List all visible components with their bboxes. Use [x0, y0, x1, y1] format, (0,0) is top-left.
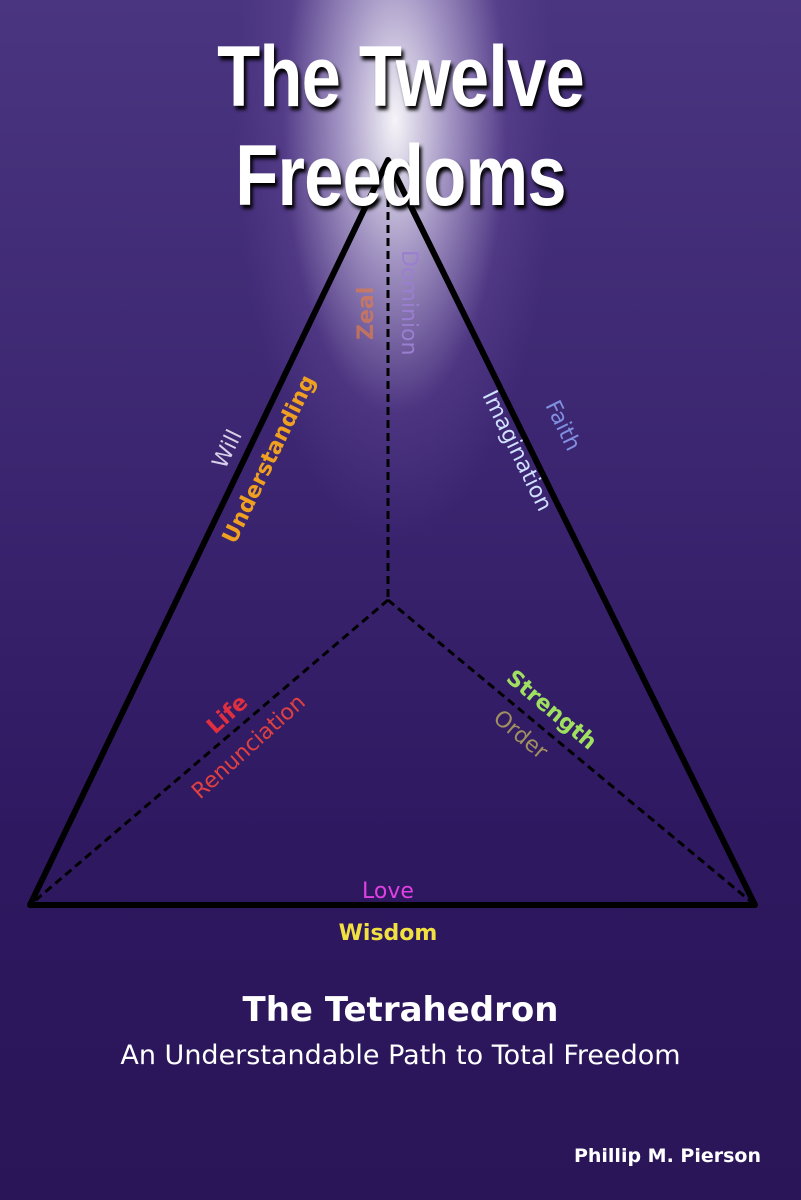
- book-subtitle: The Tetrahedron: [242, 990, 559, 1030]
- label-zeal: Zeal: [354, 287, 379, 340]
- author-name: Phillip M. Pierson: [573, 1145, 761, 1167]
- label-faith: Faith: [540, 397, 586, 455]
- label-wisdom: Wisdom: [339, 921, 438, 946]
- dashed-edge-right: [387, 598, 756, 907]
- book-title: The Twelve Freedoms: [217, 29, 585, 224]
- label-dominion: Dominion: [396, 250, 421, 355]
- dashed-edge-left: [29, 598, 389, 907]
- book-tagline: An Understandable Path to Total Freedom: [120, 1040, 681, 1071]
- label-love: Love: [362, 879, 414, 904]
- outer-triangle: [27, 157, 758, 908]
